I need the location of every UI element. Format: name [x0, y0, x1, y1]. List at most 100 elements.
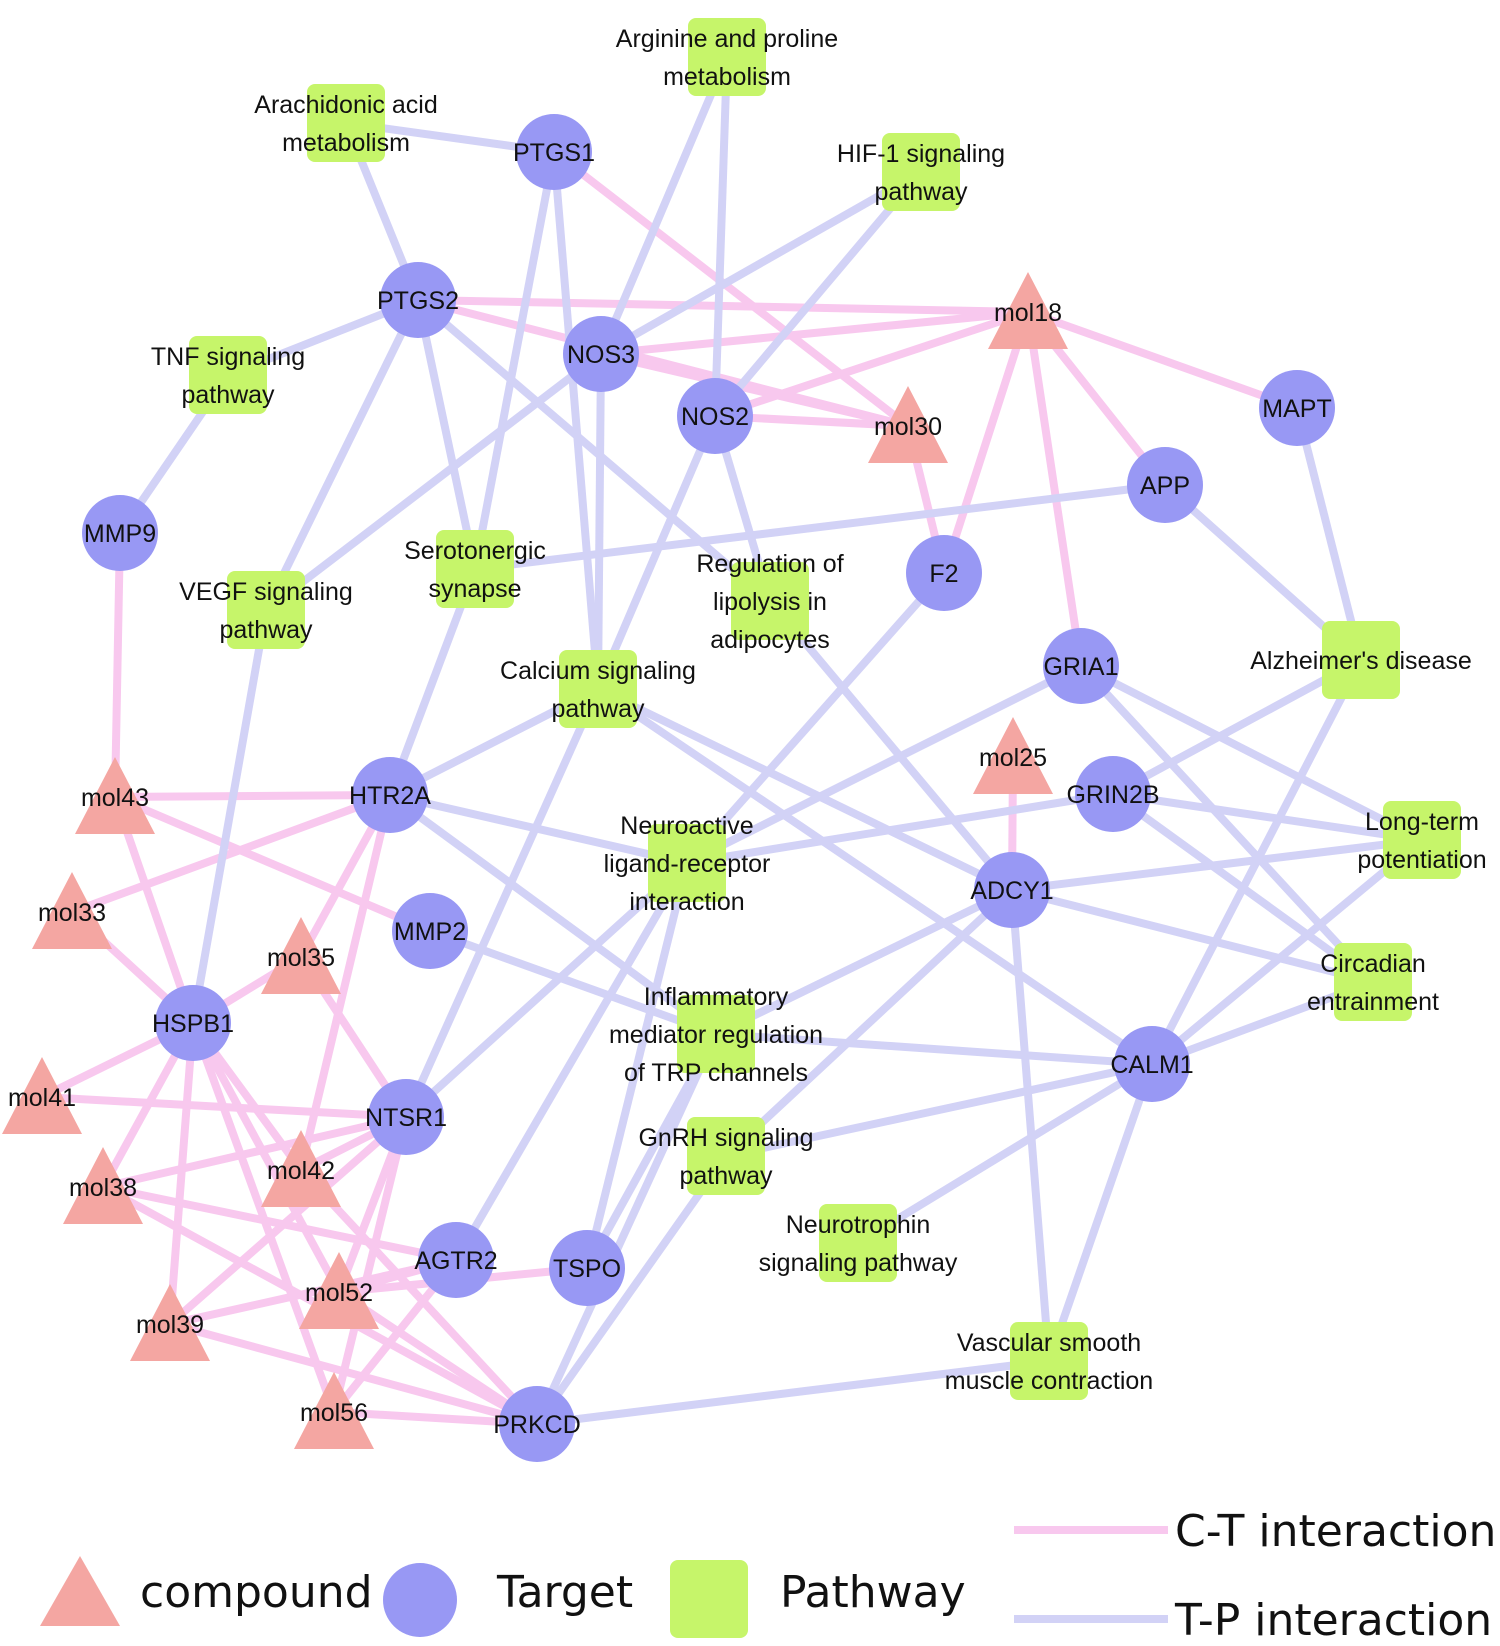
pathway-node-p_lipo: [731, 562, 809, 640]
compound-label-mol30: mol30: [874, 413, 942, 441]
pathway-label-line: HIF-1 signaling: [837, 140, 1005, 168]
pathway-label-p_alz: Alzheimer's disease: [1250, 647, 1472, 675]
target-label-MAPT: MAPT: [1262, 395, 1331, 423]
pathway-label-line: of TRP channels: [624, 1059, 808, 1087]
tp-edge-PTGS1-p_calc: [550, 151, 602, 690]
compound-node-mol42: [261, 1130, 341, 1207]
pathway-label-line: GnRH signaling: [638, 1124, 813, 1152]
tp-edge-CALM1-p_gnrh: [725, 1060, 1153, 1160]
target-label-line: NOS3: [567, 341, 635, 369]
compound-label-line: mol42: [267, 1157, 335, 1185]
target-label-NOS3: NOS3: [567, 341, 635, 369]
target-node-GRIN2B: [1075, 756, 1151, 832]
target-node-APP: [1127, 447, 1203, 523]
tp-edge-HTR2A-p_infl: [387, 791, 719, 1038]
pathway-label-line: mediator regulation: [609, 1021, 823, 1049]
ct-edge-mol43-MMP9: [111, 532, 124, 798]
pathway-label-line: metabolism: [282, 129, 410, 157]
tp-edge-GRIN2B-p_alz: [1111, 656, 1363, 798]
compound-label-mol41: mol41: [8, 1084, 76, 1112]
pathway-label-line: pathway: [219, 616, 313, 644]
target-node-F2: [906, 535, 982, 611]
pathway-label-line: adipocytes: [710, 626, 830, 654]
pathway-label-line: pathway: [181, 381, 275, 409]
compound-label-mol42: mol42: [267, 1157, 335, 1185]
ct-edge-mol43-MMP2: [113, 793, 432, 935]
target-node-AGTR2: [418, 1222, 494, 1298]
tp-edge-CALM1-p_vasc: [1045, 1062, 1156, 1363]
target-label-line: NTSR1: [365, 1104, 447, 1132]
compound-label-line: mol41: [8, 1084, 76, 1112]
pathway-node-p_tnf: [189, 336, 267, 414]
pathway-node-p_ara: [307, 84, 385, 162]
ct-edge-mol43-HTR2A: [114, 791, 391, 801]
target-label-line: GRIN2B: [1066, 781, 1159, 809]
pathway-label-line: pathway: [551, 695, 645, 723]
target-label-line: AGTR2: [414, 1247, 497, 1275]
target-node-GRIA1: [1043, 628, 1119, 704]
pathway-label-line: VEGF signaling: [179, 578, 353, 606]
target-node-PTGS1: [516, 114, 592, 190]
tp-edge-ADCY1-p_vasc: [1008, 889, 1053, 1362]
pathway-node-p_circ: [1334, 943, 1412, 1021]
pathway-node-p_neuro: [648, 824, 726, 902]
target-label-line: PTGS1: [513, 139, 595, 167]
compound-label-line: mol52: [305, 1279, 373, 1307]
target-label-F2: F2: [929, 560, 958, 588]
ct-edge-mol42-HTR2A: [297, 794, 394, 1171]
compound-label-mol43: mol43: [81, 784, 149, 812]
tp-edge-GRIN2B-p_ltp: [1112, 790, 1423, 844]
ct-edge-mol39-HSPB1: [166, 1022, 197, 1325]
pathway-node-p_arg: [688, 18, 766, 96]
tp-edge-NOS3-p_calc: [594, 353, 605, 690]
target-label-PRKCD: PRKCD: [493, 1411, 581, 1439]
pathway-label-line: Calcium signaling: [500, 657, 696, 685]
pathway-label-line: Regulation of: [696, 550, 843, 578]
compound-label-line: mol39: [136, 1311, 204, 1339]
pathway-label-line: metabolism: [663, 63, 791, 91]
compound-node-mol38: [63, 1147, 143, 1224]
compound-label-line: mol30: [874, 413, 942, 441]
pathway-node-p_vasc: [1010, 1322, 1088, 1400]
tp-edge-CALM1-p_infl: [715, 1030, 1153, 1068]
compound-node-mol30: [868, 386, 948, 463]
target-label-line: F2: [929, 560, 958, 588]
ct-edge-mol39-PRKCD: [168, 1320, 539, 1428]
tp-edge-F2-p_neuro: [684, 570, 947, 866]
target-label-NTSR1: NTSR1: [365, 1104, 447, 1132]
legend-compound-label: compound: [140, 1567, 373, 1618]
compound-label-mol35: mol35: [267, 944, 335, 972]
tp-edge-PRKCD-p_infl: [533, 1032, 720, 1426]
target-node-TSPO: [549, 1230, 625, 1306]
target-node-MMP9: [82, 495, 158, 571]
tp-edge-NOS2-p_hif: [711, 169, 925, 419]
compound-label-mol56: mol56: [300, 1399, 368, 1427]
pathway-label-line: pathway: [874, 178, 968, 206]
ct-edge-mol18-F2: [940, 310, 1032, 575]
ct-edge-mol39-AGTR2: [169, 1256, 457, 1328]
ct-edge-mol30-NOS3: [600, 350, 909, 430]
compound-label-line: mol33: [38, 899, 106, 927]
target-label-line: PTGS2: [377, 287, 459, 315]
tp-edge-CALM1-p_calc: [595, 685, 1155, 1068]
tp-edge-NOS2-p_calc: [594, 414, 719, 691]
ct-edge-mol18-PTGS2: [417, 296, 1029, 316]
compound-label-line: mol25: [979, 744, 1047, 772]
pathway-label-p_vegf: VEGF signaling pathway: [179, 578, 353, 644]
compound-node-mol25: [973, 717, 1053, 794]
pathway-label-line: Arachidonic acid: [254, 91, 437, 119]
pathway-label-line: synapse: [428, 575, 521, 603]
pathway-node-p_vegf: [227, 571, 305, 649]
ct-edge-mol18-NOS2: [713, 308, 1030, 420]
ct-edge-mol18-GRIA1: [1024, 311, 1085, 667]
compound-node-mol35: [261, 917, 341, 994]
compound-node-mol39: [130, 1284, 210, 1361]
